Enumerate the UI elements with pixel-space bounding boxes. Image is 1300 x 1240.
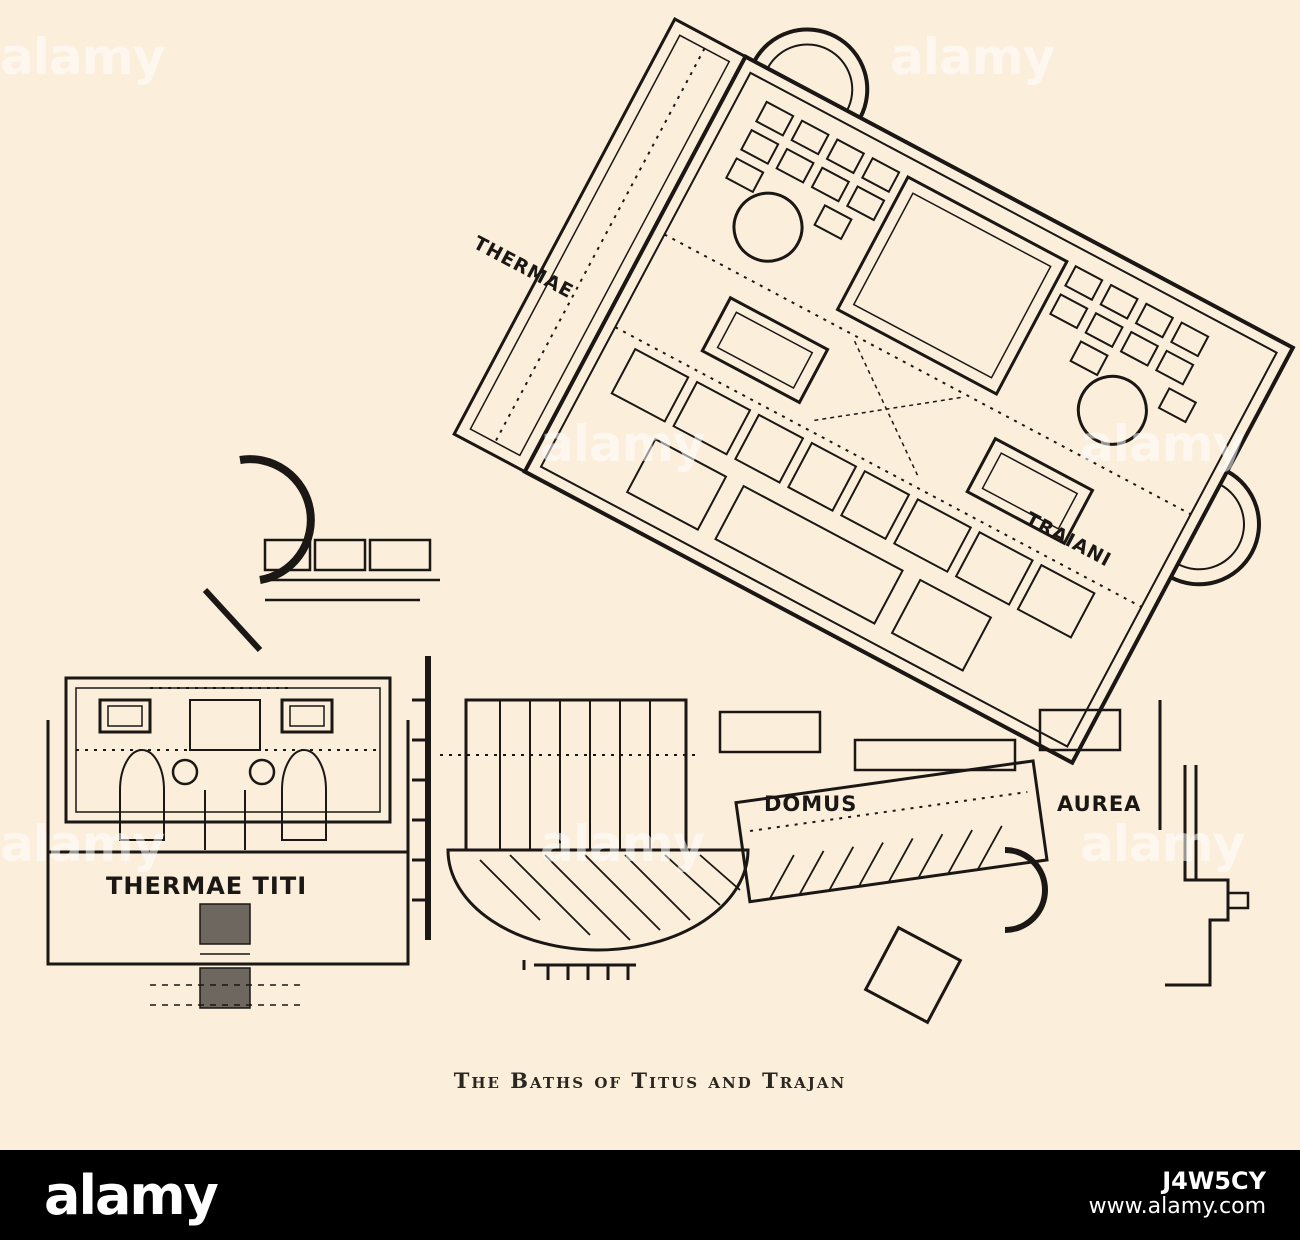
trajan-pool-left bbox=[700, 295, 830, 405]
titus-enclosure bbox=[46, 850, 410, 966]
watermark: alamy bbox=[540, 815, 705, 873]
footer-url[interactable]: www.alamy.com bbox=[1088, 1194, 1266, 1219]
label-domus: DOMUS bbox=[764, 792, 858, 816]
plan-plate: THERMAE TRAIANI DOMUS AUREA THERMAE TITI… bbox=[0, 17, 1296, 1093]
watermark: alamy bbox=[540, 415, 705, 473]
watermark: alamy bbox=[890, 28, 1055, 86]
footer-meta: J4W5CY www.alamy.com bbox=[1089, 1168, 1266, 1220]
titus-stair bbox=[150, 903, 300, 1009]
trajan-central-court bbox=[835, 174, 1069, 396]
trajan-exedra-right bbox=[1169, 469, 1261, 587]
scale-ticks bbox=[522, 960, 636, 980]
trajan-rotunda-right bbox=[1076, 374, 1148, 446]
titus-central-hall bbox=[189, 699, 261, 751]
trajan-inner-wall bbox=[539, 71, 1278, 748]
titus-hall-right bbox=[248, 758, 276, 786]
trajan-pool-right bbox=[965, 436, 1095, 546]
trajan-exedra-top bbox=[752, 27, 870, 119]
trajan-outer-wall bbox=[522, 53, 1296, 766]
domus-apse-right bbox=[1004, 847, 1048, 933]
domus-hatched-apse bbox=[446, 848, 750, 952]
trajan-southwest-rooms bbox=[202, 538, 440, 653]
domus-east-wing bbox=[734, 759, 1049, 904]
domus-aurea bbox=[412, 656, 1122, 1025]
label-thermae-titi: THERMAE TITI bbox=[106, 872, 308, 900]
baths-of-trajan bbox=[452, 17, 1296, 766]
watermark: alamy bbox=[1080, 415, 1245, 473]
footer-logo[interactable]: alamy bbox=[44, 1164, 219, 1227]
titus-hall-left bbox=[171, 758, 199, 786]
watermark: alamy bbox=[1080, 815, 1245, 873]
trajan-left-wing bbox=[452, 17, 748, 474]
image-id: J4W5CY bbox=[1162, 1167, 1266, 1195]
watermark: alamy bbox=[0, 28, 165, 86]
titus-room-right bbox=[280, 698, 334, 734]
trajan-exedra-left bbox=[239, 455, 315, 584]
ground-plan bbox=[46, 17, 1296, 1025]
caption: The Baths of Titus and Trajan bbox=[453, 1068, 847, 1093]
titus-main-block bbox=[64, 676, 392, 824]
trajan-rotunda-left bbox=[732, 191, 804, 263]
baths-of-titus bbox=[46, 676, 410, 1009]
watermark: alamy bbox=[0, 815, 165, 873]
label-aurea: AUREA bbox=[1057, 792, 1142, 816]
stock-footer: alamy J4W5CY www.alamy.com bbox=[0, 1150, 1300, 1240]
titus-room-left bbox=[98, 698, 152, 734]
